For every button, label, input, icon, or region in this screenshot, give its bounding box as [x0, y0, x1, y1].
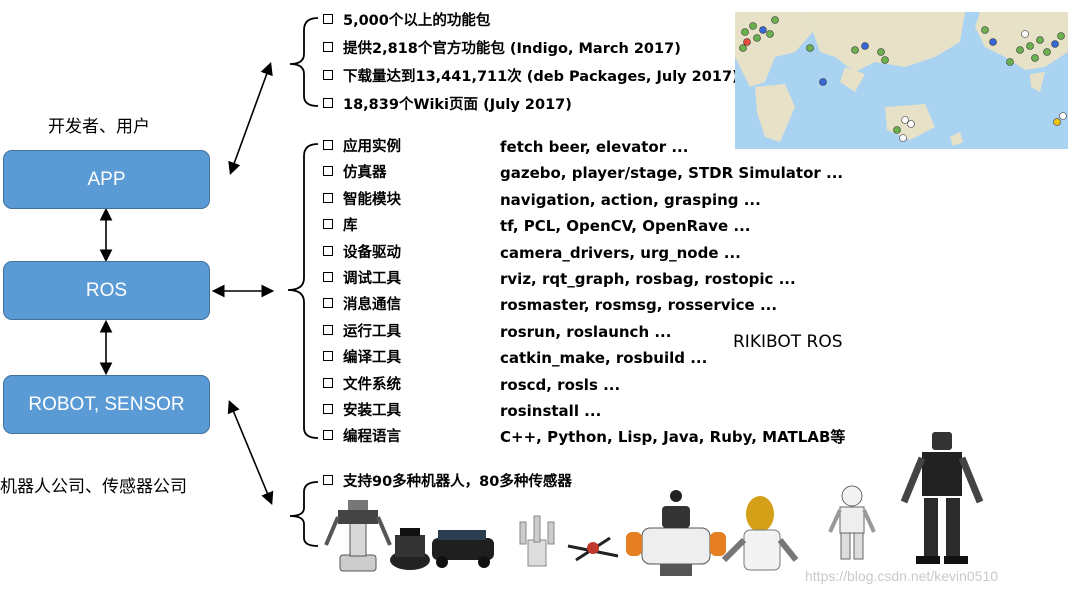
feature-desc: rosmaster, rosmsg, rosservice ... — [500, 296, 778, 315]
feature-desc: roscd, rosls ... — [500, 375, 621, 394]
feature-desc: catkin_make, rosbuild ... — [500, 349, 708, 368]
app-stats-arrow — [228, 61, 273, 176]
feature-name: 文件系统 — [343, 376, 401, 393]
checkbox-bullet-icon — [323, 377, 333, 388]
caption-label: RIKIBOT ROS — [733, 332, 843, 352]
feature-item: 调试工具 — [323, 270, 401, 288]
feature-name: 消息通信 — [343, 297, 401, 314]
stats-bracket — [289, 17, 319, 107]
feature-desc: fetch beer, elevator ... — [500, 138, 689, 156]
feature-item: 消息通信 — [323, 296, 401, 314]
checkbox-bullet-icon — [323, 272, 333, 282]
checkbox-bullet-icon — [323, 192, 333, 203]
checkbox-bullet-icon — [323, 351, 333, 362]
robot-robots-arrow — [227, 400, 274, 505]
app-box: APP — [3, 150, 210, 209]
feature-desc: camera_drivers, urg_node ... — [500, 243, 741, 262]
checkbox-bullet-icon — [323, 404, 333, 414]
stat-text: 下载量达到13,441,711次 (deb Packages, July 201… — [343, 69, 739, 85]
stat-item: 5,000个以上的功能包 — [323, 12, 490, 30]
feature-name: 安装工具 — [343, 403, 401, 419]
features-bracket — [287, 143, 319, 439]
stat-item: 下载量达到13,441,711次 (deb Packages, July 201… — [323, 68, 739, 86]
robots-support-item: 支持90多种机器人，80多种传感器 — [323, 473, 572, 491]
ros-box: ROS — [3, 261, 210, 320]
feature-item: 仿真器 — [323, 164, 387, 182]
feature-desc: C++, Python, Lisp, Java, Ruby, MATLAB等 — [500, 428, 846, 447]
feature-name: 编译工具 — [343, 350, 401, 367]
stat-item: 18,839个Wiki页面 (July 2017) — [323, 96, 572, 114]
checkbox-bullet-icon — [323, 14, 333, 24]
checkbox-bullet-icon — [323, 140, 333, 150]
feature-item: 库 — [323, 217, 358, 235]
robots-support-text: 支持90多种机器人，80多种传感器 — [343, 474, 572, 490]
service-robot-icon — [626, 490, 726, 576]
feature-desc: tf, PCL, OpenCV, OpenRave ... — [500, 217, 751, 236]
feature-name: 运行工具 — [343, 323, 401, 340]
robots-bracket — [289, 481, 319, 547]
feature-name: 应用实例 — [343, 139, 401, 155]
world-map-image — [735, 12, 1068, 149]
feature-item: 应用实例 — [323, 138, 401, 156]
waffle-robot-icon — [432, 530, 494, 568]
feature-item: 文件系统 — [323, 376, 401, 394]
feature-item: 编译工具 — [323, 349, 401, 367]
feature-desc: navigation, action, grasping ... — [500, 190, 761, 209]
feature-desc: rviz, rqt_graph, rosbag, rostopic ... — [500, 270, 796, 288]
robot-hand-icon — [519, 515, 555, 567]
feature-name: 仿真器 — [343, 165, 387, 182]
checkbox-bullet-icon — [323, 475, 333, 485]
pr2-robot-icon — [324, 500, 392, 572]
feature-item: 编程语言 — [323, 428, 401, 446]
stat-item: 提供2,818个官方功能包 (Indigo, March 2017) — [323, 40, 681, 58]
stat-text: 提供2,818个官方功能包 (Indigo, March 2017) — [343, 41, 681, 57]
robot-images — [320, 410, 1000, 585]
checkbox-bullet-icon — [323, 324, 333, 335]
feature-item: 智能模块 — [323, 191, 401, 209]
feature-name: 智能模块 — [343, 191, 401, 208]
stat-text: 18,839个Wiki页面 (July 2017) — [343, 97, 572, 113]
humanoid-small-robot-icon — [828, 485, 876, 560]
companies-label: 机器人公司、传感器公司 — [0, 477, 187, 497]
checkbox-bullet-icon — [323, 298, 333, 309]
robot-sensor-box: ROBOT, SENSOR — [3, 375, 210, 434]
drone-icon — [567, 536, 619, 562]
watermark-text: https://blog.csdn.net/kevin0510 — [805, 568, 999, 584]
feature-name: 库 — [343, 218, 358, 235]
turtlebot-robot-icon — [390, 528, 430, 570]
feature-item: 设备驱动 — [323, 244, 401, 262]
checkbox-bullet-icon — [323, 219, 333, 230]
robonaut-robot-icon — [721, 496, 799, 571]
checkbox-bullet-icon — [323, 42, 333, 52]
feature-name: 调试工具 — [343, 271, 401, 287]
checkbox-bullet-icon — [323, 70, 333, 80]
feature-name: 编程语言 — [343, 429, 401, 446]
checkbox-bullet-icon — [323, 430, 333, 441]
feature-desc: rosinstall ... — [500, 402, 602, 420]
checkbox-bullet-icon — [323, 166, 333, 177]
feature-name: 设备驱动 — [343, 244, 401, 261]
feature-item: 运行工具 — [323, 323, 401, 341]
feature-item: 安装工具 — [323, 402, 401, 420]
checkbox-bullet-icon — [323, 245, 333, 256]
feature-desc: gazebo, player/stage, STDR Simulator ... — [500, 164, 844, 183]
humanoid-large-robot-icon — [900, 432, 984, 564]
developers-label: 开发者、用户 — [48, 117, 150, 137]
feature-desc: rosrun, roslaunch ... — [500, 322, 672, 341]
stat-text: 5,000个以上的功能包 — [343, 13, 491, 29]
checkbox-bullet-icon — [323, 98, 333, 108]
